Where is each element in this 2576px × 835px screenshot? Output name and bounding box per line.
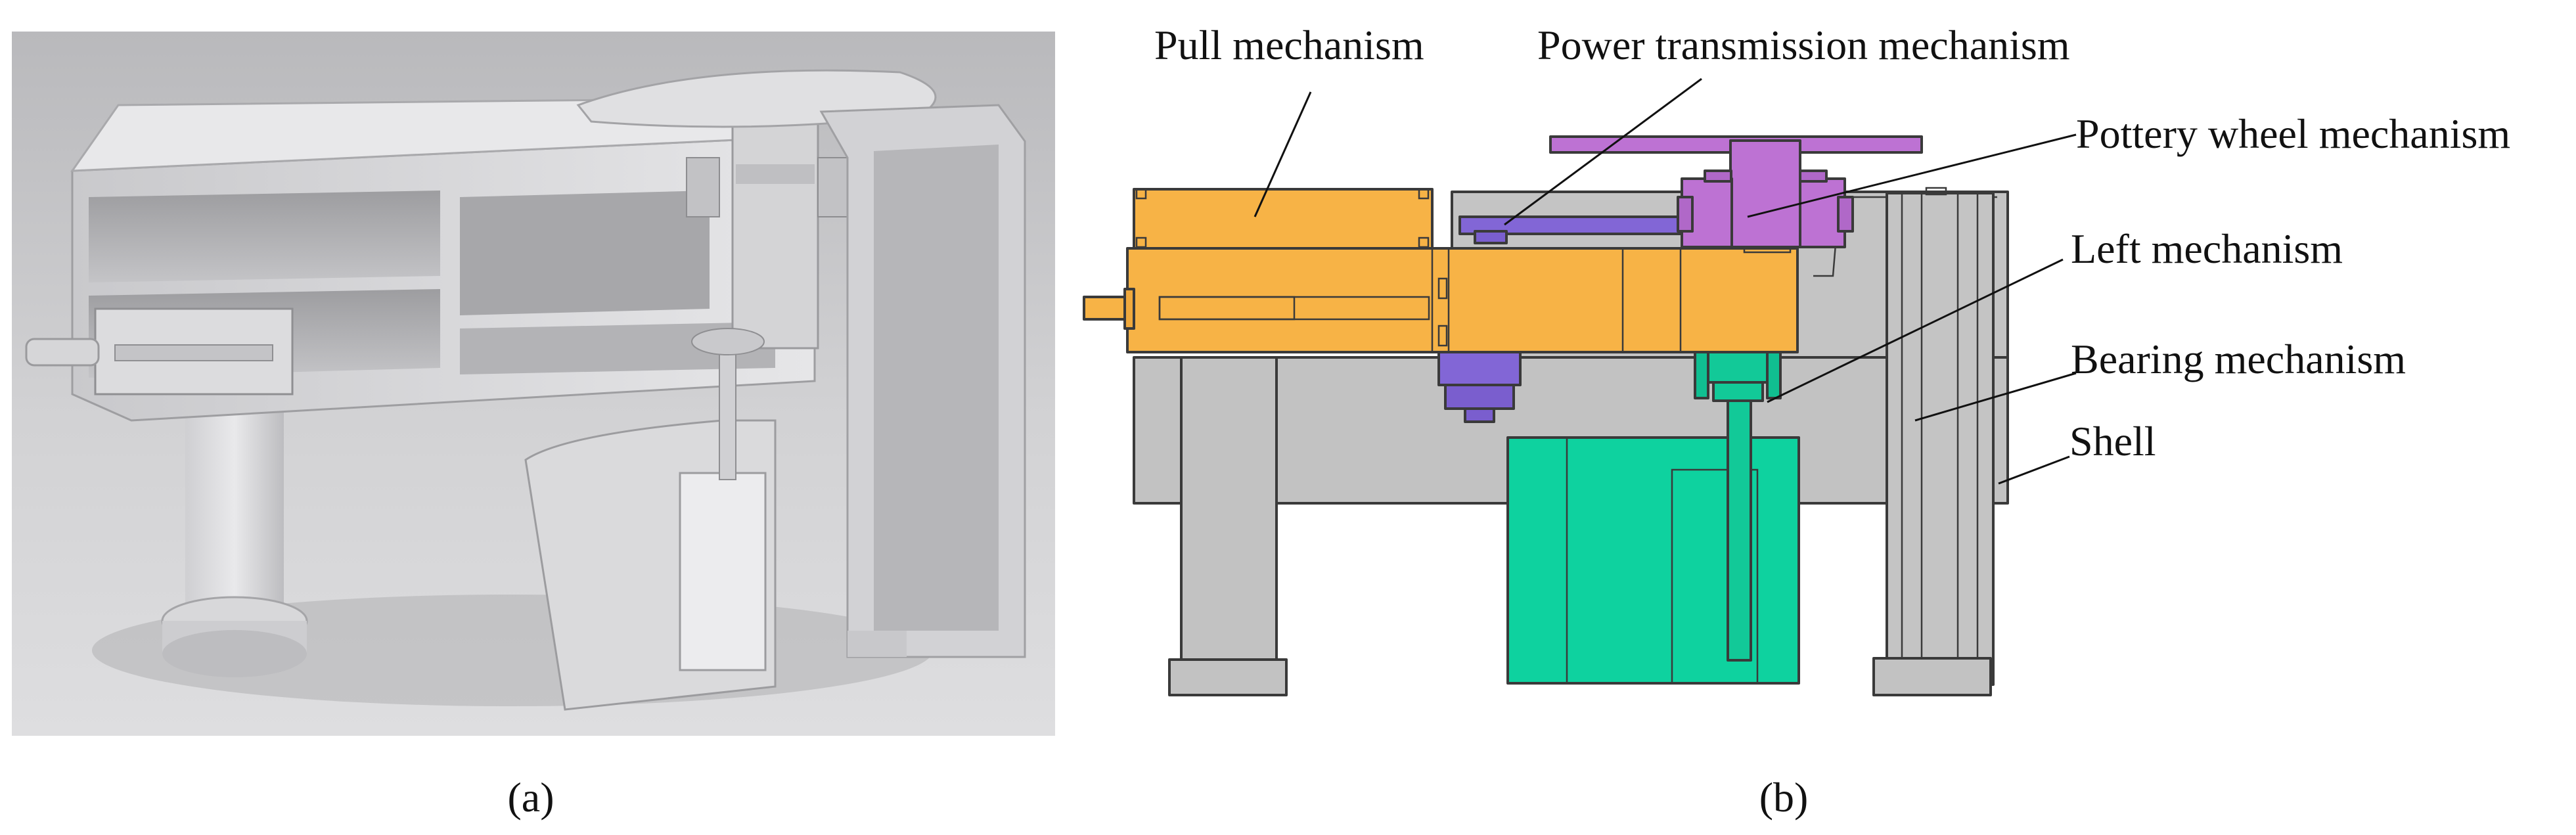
pottery-wheel-spindle <box>1729 139 1801 248</box>
main-housing <box>25 97 816 422</box>
leader-bearing <box>1914 372 2077 422</box>
panel-b-drawing: Pull mechanism Power transmission mechan… <box>1083 22 2510 696</box>
label-shell: Shell <box>2069 418 2156 464</box>
left-mechanism-tank <box>1506 436 1800 685</box>
label-bearing-mechanism: Bearing mechanism <box>2071 336 2406 382</box>
pull-mechanism <box>1083 188 1799 353</box>
pull-handle <box>1083 296 1131 321</box>
caption-a: (a) <box>507 774 554 821</box>
render-spindle <box>686 97 851 350</box>
shell-left-leg <box>1180 356 1278 662</box>
pull-upper-box <box>1133 188 1434 250</box>
label-power-transmission-mechanism: Power transmission mechanism <box>1537 22 2070 68</box>
left-pedestal-leg <box>161 394 308 677</box>
power-motor-lower <box>1444 384 1515 410</box>
bearing-foot <box>1872 657 1992 696</box>
left-mechanism <box>1506 351 1800 685</box>
leader-pull <box>1254 91 1312 217</box>
panel-a-render <box>12 32 1055 736</box>
label-pottery-wheel-mechanism: Pottery wheel mechanism <box>2076 110 2510 157</box>
pull-main-slide <box>1126 247 1799 353</box>
render-right-shell <box>819 104 1026 658</box>
power-motor-upper <box>1437 351 1522 386</box>
pottery-wheel-mechanism <box>1549 135 1923 254</box>
shell-left-foot <box>1168 658 1288 696</box>
caption-b: (b) <box>1759 774 1809 821</box>
label-pull-mechanism: Pull mechanism <box>1154 22 1424 68</box>
leader-shell <box>1998 455 2070 485</box>
bearing-mechanism <box>1872 187 1995 696</box>
left-mechanism-rod <box>1727 367 1752 662</box>
callout-labels: Pull mechanism Power transmission mechan… <box>1154 22 2510 464</box>
label-left-mechanism: Left mechanism <box>2071 225 2343 272</box>
leader-power <box>1504 78 1702 226</box>
leader-pottery <box>1747 133 2077 218</box>
bearing-column <box>1886 192 1995 686</box>
leader-lines <box>1254 78 2077 485</box>
leader-left <box>1767 258 2064 403</box>
render-scoop <box>524 328 777 711</box>
